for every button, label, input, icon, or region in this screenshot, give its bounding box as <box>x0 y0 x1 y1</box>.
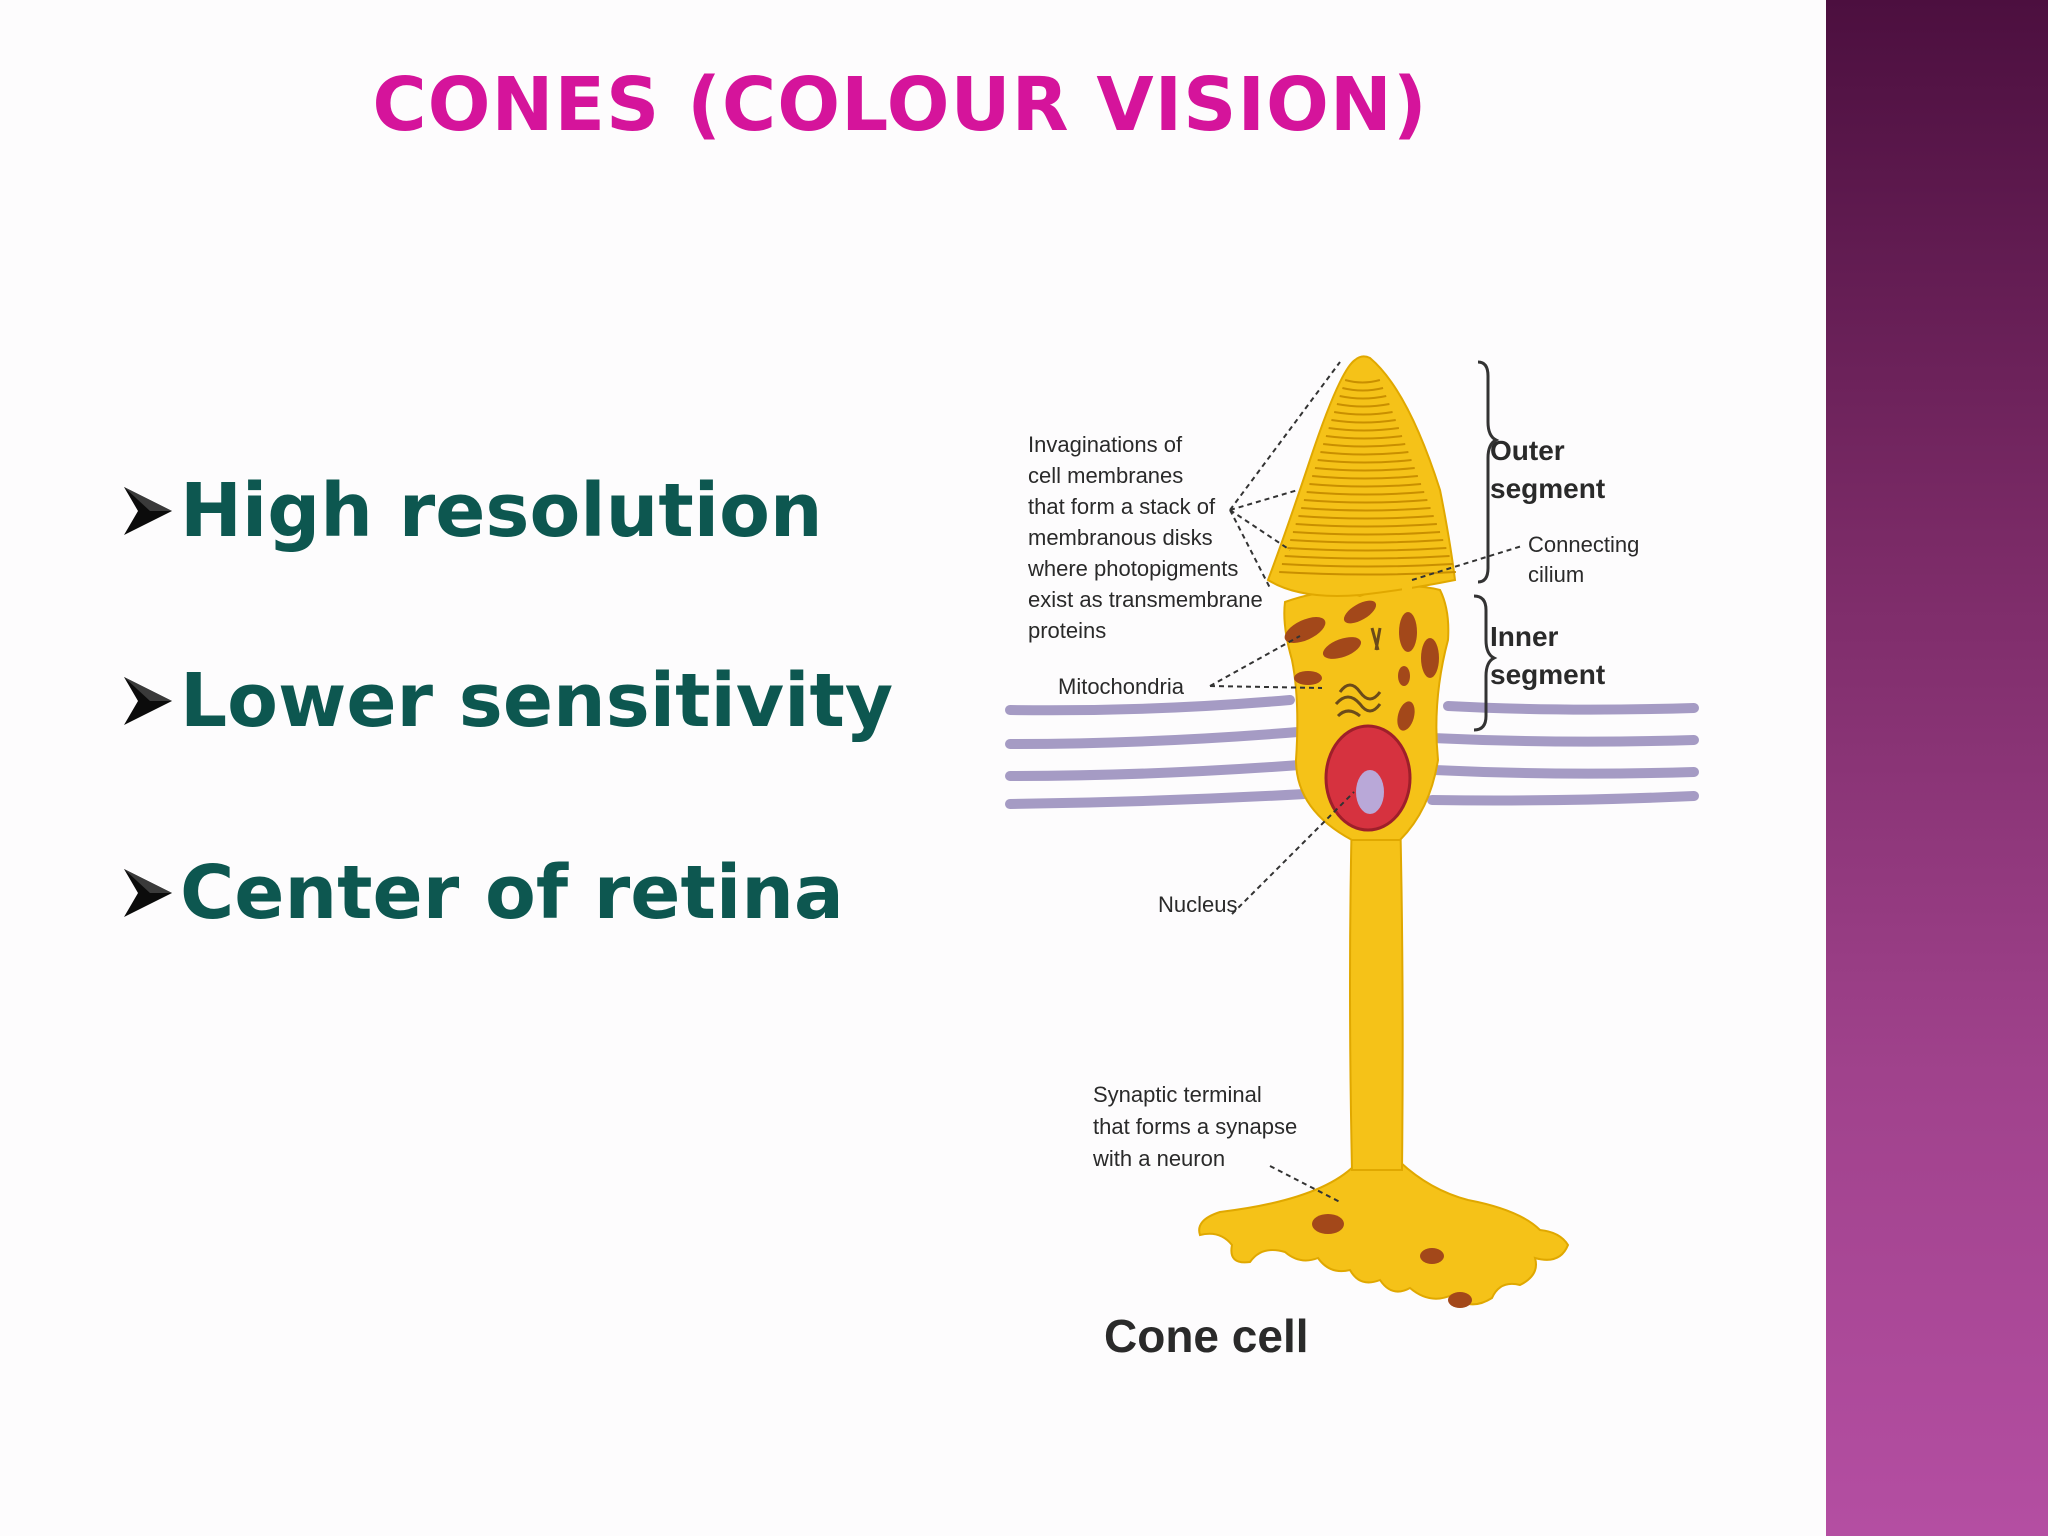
membranous-disk <box>1295 523 1437 528</box>
outer-segment-shape <box>1266 355 1457 597</box>
membranous-disk <box>1317 459 1412 464</box>
diagram-caption: Cone cell <box>1104 1310 1309 1362</box>
membranous-disk <box>1336 403 1390 408</box>
membranous-disk <box>1333 411 1393 416</box>
membranous-disk <box>1301 507 1431 512</box>
arrow-bullet-icon <box>124 677 172 725</box>
nucleus-label: Nucleus <box>1158 892 1237 917</box>
membranous-disk <box>1328 427 1400 432</box>
bullet-text: Lower sensitivity <box>180 658 894 744</box>
decorative-sidebar <box>1826 0 2048 1536</box>
membranous-disk <box>1339 395 1387 400</box>
membranous-disk <box>1312 475 1418 480</box>
bullet-item: Center of retina <box>120 848 893 938</box>
outer-segment-label: Outer segment <box>1490 435 1605 504</box>
membranous-disk <box>1309 483 1422 488</box>
connecting-cilium-shape <box>1402 584 1412 600</box>
mitochondria-group <box>1284 600 1439 731</box>
arrow-bullet-icon <box>124 487 172 535</box>
connecting-cilium-label: Connecting cilium <box>1528 532 1645 587</box>
bullet-text: Center of retina <box>180 850 844 936</box>
cone-cell-diagram: Invaginations of cell membranes that for… <box>1005 355 1699 1362</box>
membranous-disk <box>1314 467 1415 472</box>
membranous-disk <box>1320 451 1409 456</box>
membranous-disk <box>1287 547 1447 552</box>
invaginations-label: Invaginations of cell membranes that for… <box>1027 432 1269 643</box>
membranous-disk <box>1279 571 1456 576</box>
bullet-item: Lower sensitivity <box>120 656 893 746</box>
inner-segment-label: Inner segment <box>1490 621 1605 690</box>
inner-segment-brace <box>1473 594 1498 732</box>
membranous-disk <box>1290 539 1444 544</box>
nucleolus-shape <box>1356 770 1384 814</box>
bullet-text: High resolution <box>180 468 823 554</box>
membranous-disk <box>1342 387 1384 392</box>
terminal-mitochondrion <box>1312 1214 1344 1234</box>
membranous-disk <box>1281 563 1453 568</box>
membranous-disk <box>1325 435 1403 440</box>
bullet-list: High resolution Lower sensitivity Center… <box>120 466 893 1038</box>
membrane-lines-right <box>1427 701 1699 806</box>
membranous-disk <box>1323 443 1406 448</box>
synaptic-terminal-label: Synaptic terminal that forms a synapse w… <box>1092 1082 1303 1171</box>
membranous-disks <box>1279 379 1456 576</box>
membrane-lines-left <box>1005 695 1310 809</box>
mitochondria-label: Mitochondria <box>1058 674 1185 699</box>
membranous-disk <box>1284 555 1450 560</box>
bullet-item: High resolution <box>120 466 893 556</box>
membranous-disk <box>1303 499 1428 504</box>
membranous-disk <box>1344 379 1381 384</box>
leader-lines <box>1209 361 1523 1203</box>
arrow-bullet-icon <box>124 869 172 917</box>
outer-segment-brace <box>1477 360 1500 584</box>
terminal-mitochondrion <box>1420 1248 1444 1264</box>
slide-title: CONES (COLOUR VISION) <box>372 62 1428 148</box>
membranous-disk <box>1292 531 1441 536</box>
cone-axon <box>1349 809 1404 1171</box>
terminal-mitochondrion <box>1448 1292 1472 1308</box>
synaptic-terminal-shape <box>1198 1160 1570 1306</box>
membranous-disk <box>1331 419 1396 424</box>
membranous-disk <box>1306 491 1425 496</box>
membranous-disk <box>1298 515 1434 520</box>
golgi-apparatus <box>1334 627 1382 718</box>
